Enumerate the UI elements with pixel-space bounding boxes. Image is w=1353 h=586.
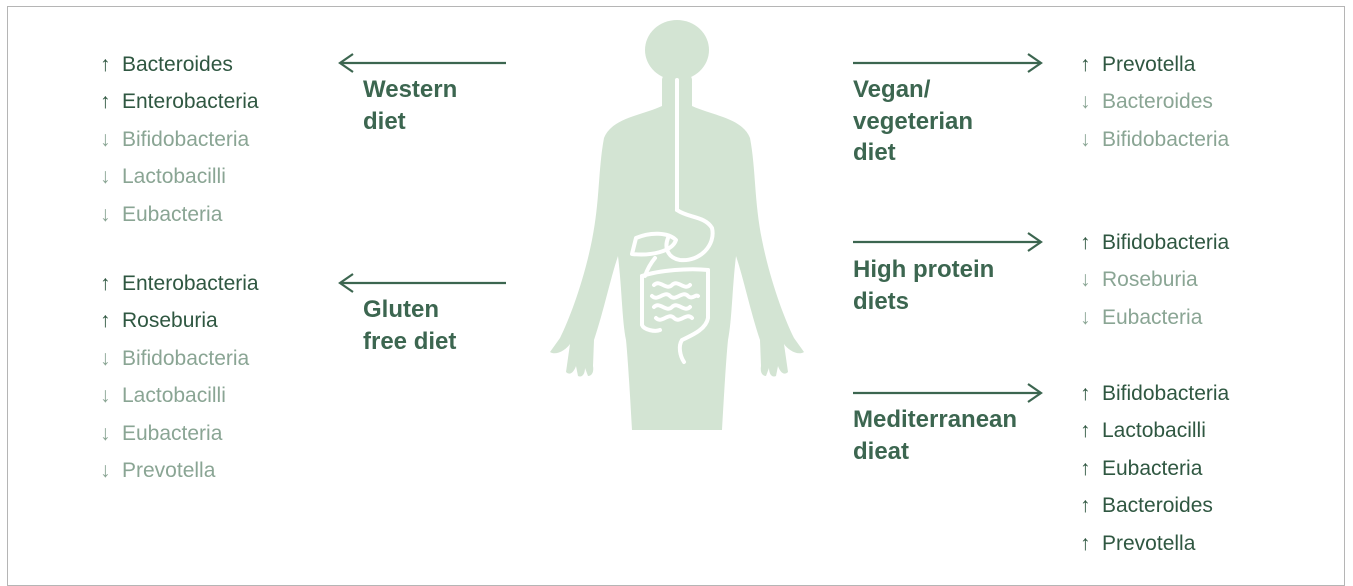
- diet-label-line: diets: [853, 286, 994, 318]
- bacteria-list: ↑Prevotella↓Bacteroides↓Bifidobacteria: [1080, 46, 1229, 158]
- diet-label-line: diet: [363, 106, 457, 138]
- bacteria-name: Enterobacteria: [122, 272, 259, 295]
- diet-label-line: dieat: [853, 436, 1017, 468]
- arrow-down-icon: ↓: [100, 121, 122, 158]
- bacteria-name: Bifidobacteria: [1102, 231, 1229, 254]
- arrow-up-icon: ↑: [100, 265, 122, 302]
- arrow-up-icon: ↑: [1080, 525, 1102, 562]
- bacteria-name: Eubacteria: [1102, 457, 1202, 480]
- bacteria-name: Bifidobacteria: [122, 347, 249, 370]
- head: [645, 20, 709, 80]
- arrow-down-icon: ↓: [100, 158, 122, 195]
- bacteria-item: ↑Bifidobacteria: [1080, 224, 1229, 261]
- human-body-digestive-tract-icon: [545, 20, 809, 432]
- arrow-down-icon: ↓: [100, 415, 122, 452]
- arrow-down-icon: ↓: [1080, 299, 1102, 336]
- arrow-left-icon: [338, 51, 508, 75]
- arrow-right-icon: [851, 230, 1043, 254]
- arrow-down-icon: ↓: [1080, 121, 1102, 158]
- diet-label-line: diet: [853, 137, 973, 169]
- arrow-left-icon: [338, 271, 508, 295]
- bacteria-name: Bacteroides: [122, 53, 233, 76]
- bacteria-name: Eubacteria: [122, 422, 222, 445]
- bacteria-list: ↑Bifidobacteria↓Roseburia↓Eubacteria: [1080, 224, 1229, 336]
- diet-label-line: High protein: [853, 254, 994, 286]
- arrow-up-icon: ↑: [1080, 487, 1102, 524]
- arrow-right-icon: [851, 51, 1043, 75]
- bacteria-name: Bifidobacteria: [122, 128, 249, 151]
- arrow-down-icon: ↓: [100, 377, 122, 414]
- arrow-down-icon: ↓: [100, 340, 122, 377]
- arrow-up-icon: ↑: [100, 46, 122, 83]
- bacteria-name: Bifidobacteria: [1102, 382, 1229, 405]
- bacteria-item: ↑Roseburia: [100, 302, 259, 339]
- diet-label-line: Western: [363, 74, 457, 106]
- arrow-down-icon: ↓: [100, 196, 122, 233]
- bacteria-item: ↑Bacteroides: [1080, 487, 1229, 524]
- diet-label-line: Vegan/: [853, 74, 973, 106]
- bacteria-name: Roseburia: [1102, 268, 1198, 291]
- bacteria-name: Roseburia: [122, 309, 218, 332]
- bacteria-item: ↓Bifidobacteria: [1080, 121, 1229, 158]
- bacteria-item: ↑Prevotella: [1080, 46, 1229, 83]
- bacteria-list: ↑Bacteroides↑Enterobacteria↓Bifidobacter…: [100, 46, 259, 233]
- bacteria-item: ↑Enterobacteria: [100, 83, 259, 120]
- bacteria-name: Enterobacteria: [122, 90, 259, 113]
- bacteria-item: ↓Eubacteria: [100, 196, 259, 233]
- bacteria-name: Lactobacilli: [122, 384, 226, 407]
- bacteria-name: Bifidobacteria: [1102, 128, 1229, 151]
- arrow-right-icon: [851, 381, 1043, 405]
- bacteria-item: ↓Bifidobacteria: [100, 340, 259, 377]
- bacteria-item: ↑Prevotella: [1080, 525, 1229, 562]
- diet-label-line: free diet: [363, 326, 456, 358]
- arrow-up-icon: ↑: [1080, 224, 1102, 261]
- bacteria-item: ↑Enterobacteria: [100, 265, 259, 302]
- bacteria-list: ↑Enterobacteria↑Roseburia↓Bifidobacteria…: [100, 265, 259, 489]
- bacteria-item: ↑Eubacteria: [1080, 450, 1229, 487]
- bacteria-list: ↑Bifidobacteria↑Lactobacilli↑Eubacteria↑…: [1080, 375, 1229, 562]
- bacteria-item: ↓Eubacteria: [100, 415, 259, 452]
- bacteria-name: Lactobacilli: [122, 165, 226, 188]
- diet-label-line: vegeterian: [853, 106, 973, 138]
- bacteria-item: ↓Eubacteria: [1080, 299, 1229, 336]
- bacteria-name: Prevotella: [122, 459, 215, 482]
- bacteria-item: ↓Bifidobacteria: [100, 121, 259, 158]
- bacteria-item: ↑Bacteroides: [100, 46, 259, 83]
- arrow-up-icon: ↑: [1080, 450, 1102, 487]
- bacteria-item: ↓Lactobacilli: [100, 158, 259, 195]
- bacteria-item: ↓Bacteroides: [1080, 83, 1229, 120]
- bacteria-name: Eubacteria: [122, 203, 222, 226]
- arrow-up-icon: ↑: [1080, 46, 1102, 83]
- bacteria-name: Bacteroides: [1102, 90, 1213, 113]
- arrow-up-icon: ↑: [1080, 375, 1102, 412]
- arrow-down-icon: ↓: [100, 452, 122, 489]
- bacteria-item: ↓Prevotella: [100, 452, 259, 489]
- arrow-up-icon: ↑: [100, 302, 122, 339]
- bacteria-name: Lactobacilli: [1102, 419, 1206, 442]
- bacteria-item: ↑Bifidobacteria: [1080, 375, 1229, 412]
- arrow-down-icon: ↓: [1080, 83, 1102, 120]
- bacteria-name: Eubacteria: [1102, 306, 1202, 329]
- arrow-up-icon: ↑: [1080, 412, 1102, 449]
- bacteria-name: Prevotella: [1102, 53, 1195, 76]
- bacteria-name: Bacteroides: [1102, 494, 1213, 517]
- arrow-down-icon: ↓: [1080, 261, 1102, 298]
- bacteria-name: Prevotella: [1102, 532, 1195, 555]
- bacteria-item: ↓Lactobacilli: [100, 377, 259, 414]
- bacteria-item: ↑Lactobacilli: [1080, 412, 1229, 449]
- diet-label-line: Mediterranean: [853, 404, 1017, 436]
- bacteria-item: ↓Roseburia: [1080, 261, 1229, 298]
- arrow-up-icon: ↑: [100, 83, 122, 120]
- diet-label-line: Gluten: [363, 294, 456, 326]
